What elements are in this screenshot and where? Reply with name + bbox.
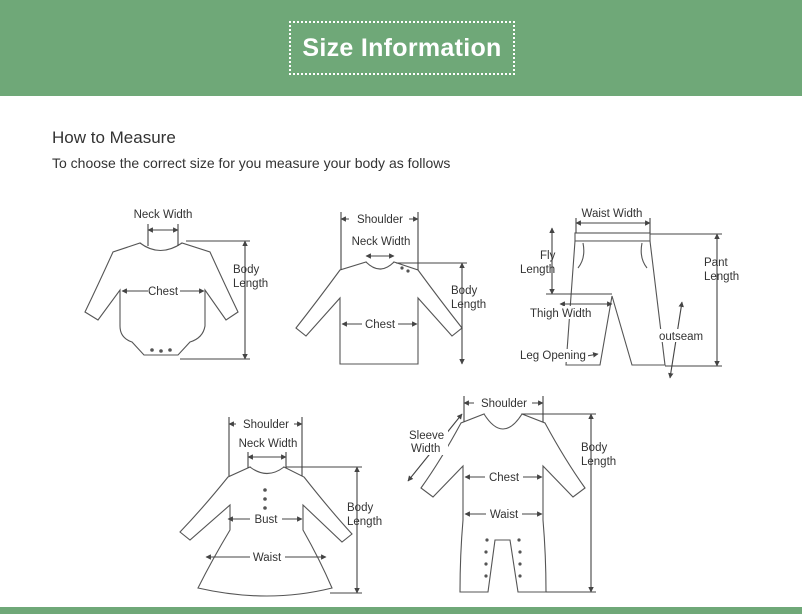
snap-button [485,538,489,542]
dress-button [263,488,267,492]
label-chest: Chest [148,286,179,298]
label-pant-length-1: Pant [704,257,728,269]
label-bg [657,329,707,342]
label-bg [518,349,588,362]
label-body-length-2: Length [233,278,268,290]
how-to-measure-heading: How to Measure [52,128,176,147]
bodysuit-outline [84,242,239,356]
label-sleeve-width-2: Width [411,443,440,455]
label-waist-width: Waist Width [582,208,643,220]
label-bg [236,417,294,431]
label-pant-length-2: Length [704,271,739,283]
title-frame: Size Information [289,21,515,75]
tshirt-diagram: Shoulder Neck Width Chest Body Length [295,212,486,365]
label-thigh-width: Thigh Width [530,308,591,320]
label-body-length-1: Body [347,502,373,514]
pants-waistband [574,232,651,242]
label-body-length-1: Body [581,442,607,454]
tshirt-collar [365,261,395,270]
label-shoulder: Shoulder [243,419,289,431]
pocket-right [640,242,648,269]
bodysuit-diagram: Neck Width Chest Body Length [84,209,268,360]
tshirt-outline [295,261,463,365]
label-body-length-2: Length [451,299,486,311]
label-fly-length-1: Fly [540,250,556,262]
snap-button [168,348,172,352]
pants-outline [565,240,666,366]
label-body-length-2: Length [347,516,382,528]
label-neck-width: Neck Width [134,209,193,221]
snap-button [484,550,488,554]
label-outseam: outseam [659,331,703,343]
snap-button [518,562,522,566]
snap-button [517,538,521,542]
dress-button [263,497,267,501]
label-shoulder: Shoulder [357,214,403,226]
shoulder-button [406,269,410,273]
bottom-divider [0,607,802,614]
label-chest: Chest [489,472,520,484]
page-title: Size Information [302,33,502,62]
dress-button [263,506,267,510]
label-waist: Waist [253,552,282,564]
label-shoulder: Shoulder [481,398,527,410]
label-bg [349,212,409,226]
header-banner: Size Information [0,0,802,96]
dress-outline [179,466,353,597]
label-body-length-1: Body [451,285,477,297]
label-waist: Waist [490,509,519,521]
snap-button [518,574,522,578]
snap-button [150,348,154,352]
label-body-length-1: Body [233,264,259,276]
label-bg [408,429,448,455]
how-to-measure-subtitle: To choose the correct size for you measu… [52,155,451,171]
pants-diagram: Waist Width Fly Length Pant Length Thigh… [518,208,739,379]
label-bg [529,306,597,319]
label-chest: Chest [365,319,396,331]
label-neck-width: Neck Width [239,438,298,450]
label-body-length-2: Length [581,456,616,468]
snap-button [484,574,488,578]
snap-button [484,562,488,566]
romper-collar [483,413,523,430]
dress-collar [249,466,285,475]
romper-diagram: Shoulder Sleeve Width Chest Waist Body L… [407,396,616,593]
label-bust: Bust [254,514,278,526]
label-bg [474,396,532,410]
dress-diagram: Shoulder Neck Width Bust Waist Body Leng… [179,417,382,597]
label-leg-opening: Leg Opening [520,350,586,362]
snap-button [518,550,522,554]
label-sleeve-width-1: Sleeve [409,430,444,442]
snap-button [159,349,163,353]
pocket-left [577,242,585,269]
shoulder-button [400,266,404,270]
label-fly-length-2: Length [520,264,555,276]
label-neck-width: Neck Width [352,236,411,248]
